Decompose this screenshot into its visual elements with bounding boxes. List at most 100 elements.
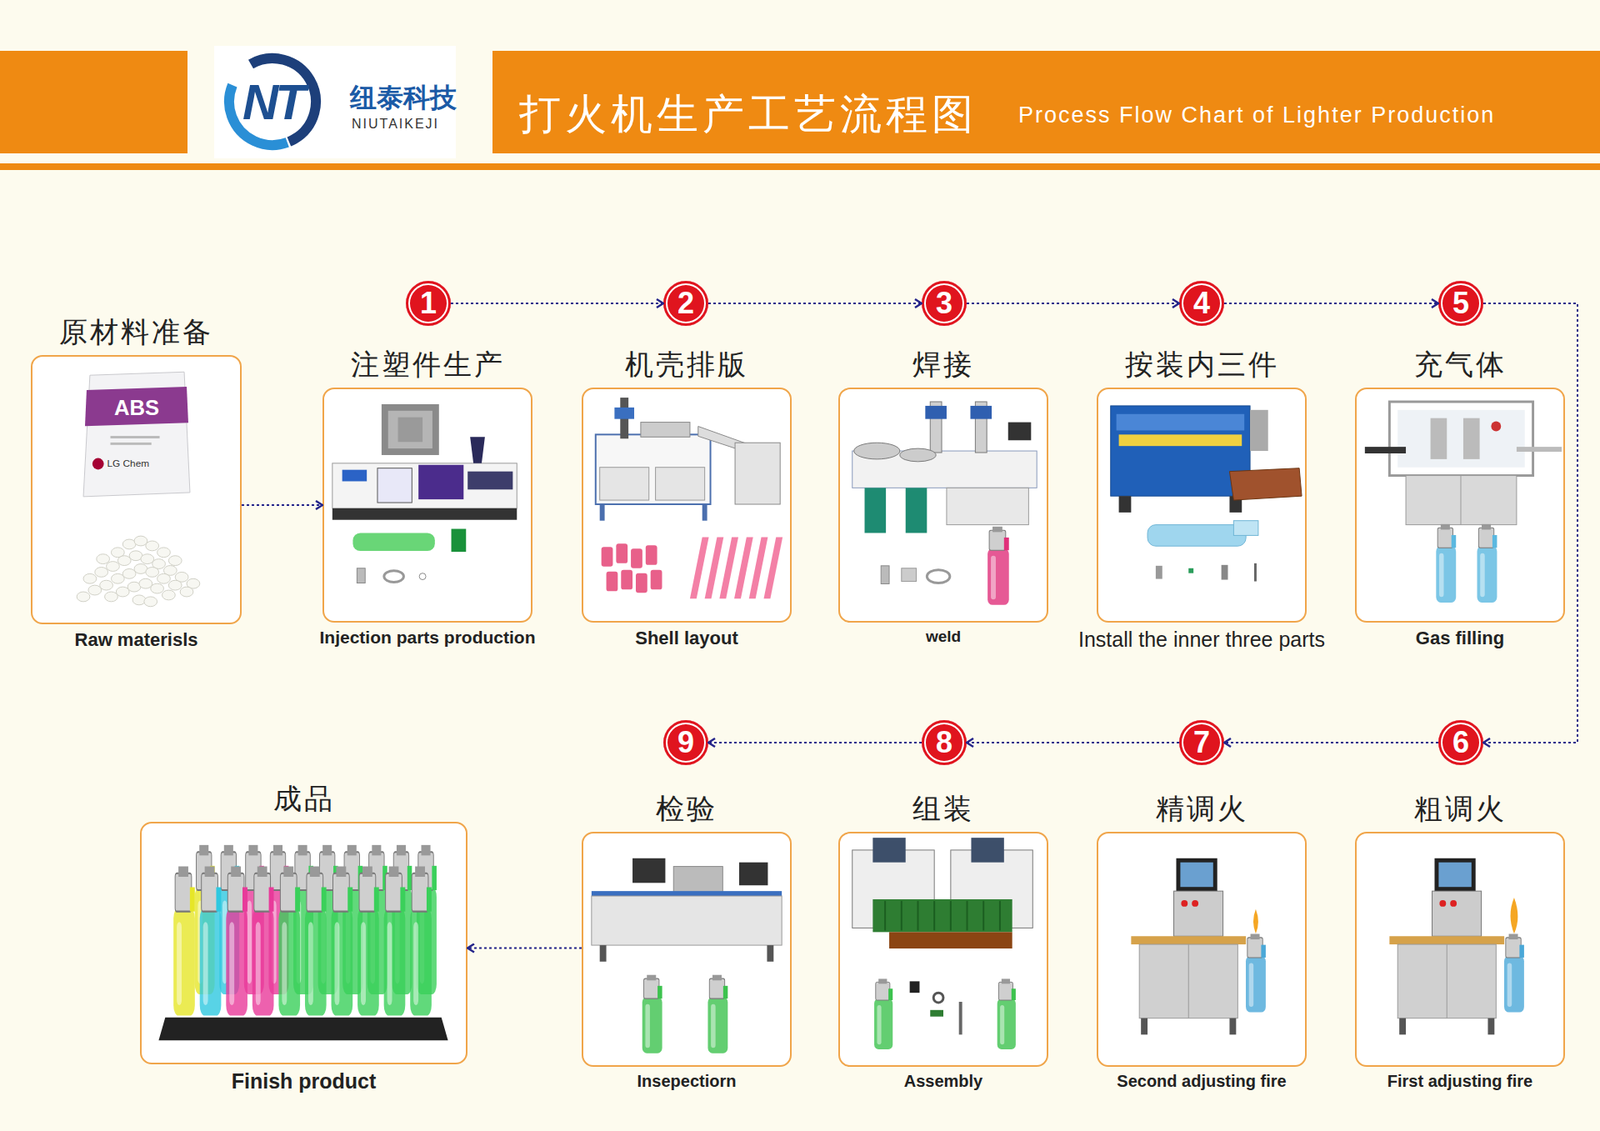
assembly-machine-photo-part [872, 837, 905, 863]
shell-layout-machine-photo-part [614, 407, 635, 420]
welding-machine-photo-part [970, 405, 992, 420]
gas-filling-machine-photo-part [1490, 421, 1501, 432]
inspection-machine-photo-part [739, 862, 768, 886]
injection-machine-photo-part [352, 532, 435, 551]
process-box: 成品Finish product [140, 821, 468, 1065]
assembly-machine-photo-part [872, 899, 1012, 932]
fire-adjust-machine-photo-part [1139, 944, 1238, 1019]
fire-adjust-machine-photo-part [1180, 862, 1213, 888]
shell-layout-machine-photo-part [702, 504, 708, 521]
fire-adjust-machine-photo [1356, 833, 1564, 1065]
shell-layout-machine-photo-part-part [719, 536, 739, 599]
process-box: ABS LG Chem 原材料准备Raw materisls [30, 355, 242, 625]
flow-arrow [467, 947, 582, 950]
assembly-machine-photo-part-part [950, 900, 952, 930]
assembly-machine-photo-part [874, 978, 893, 1050]
injection-machine-photo-part [398, 417, 424, 443]
flow-arrow [966, 741, 1180, 744]
raw-material-photo-part [110, 435, 160, 439]
raw-material-photo-part [92, 458, 105, 470]
assembly-press-photo [1098, 389, 1305, 621]
assembly-press-photo-part [1254, 563, 1257, 582]
step-heading: 精调火 [1155, 790, 1249, 829]
inspection-machine-photo-part [673, 866, 723, 895]
fire-adjust-machine-photo-part [1397, 944, 1496, 1019]
assembly-machine-photo-part-part [933, 900, 935, 930]
process-box: 充气体Gas filling [1355, 387, 1565, 623]
fire-adjust-machine-photo-part [1510, 897, 1519, 934]
fire-adjust-machine-photo-part [1399, 1018, 1406, 1035]
assembly-machine-photo-part [933, 992, 944, 1003]
shell-layout-machine-photo-part-part [615, 543, 628, 564]
shell-layout-machine-photo-part-part [705, 536, 725, 599]
inspection-machine-photo-part [600, 945, 607, 962]
assembly-machine-photo [840, 833, 1047, 1065]
fire-adjust-machine-photo-part [1450, 900, 1457, 907]
inspection-machine-photo-part [707, 975, 728, 1054]
welding-machine-photo-part [1008, 422, 1032, 441]
assembly-machine-photo-part [885, 900, 1000, 930]
inspection-machine-photo [583, 833, 790, 1065]
step-number: 3 [921, 280, 967, 326]
fire-adjust-machine-photo-part [1130, 935, 1246, 945]
assembly-press-photo-part [1155, 565, 1163, 580]
step-caption: Finish product [231, 1069, 377, 1094]
fire-adjust-machine-photo-part [1434, 858, 1475, 891]
flow-arrow [1224, 302, 1439, 305]
process-box: 按装内三件Install the inner three parts [1096, 387, 1307, 623]
flow-arrow [1224, 741, 1439, 744]
welding-machine-photo-part [905, 487, 928, 533]
step-number-text: 1 [420, 288, 437, 319]
step-number-text: 8 [935, 727, 953, 758]
shell-layout-machine-photo [583, 389, 790, 621]
raw-material-photo-part-part [110, 573, 125, 584]
logo-ring-part [218, 51, 327, 152]
shell-layout-machine-photo-part [690, 536, 783, 599]
flow-arrow [966, 302, 1180, 305]
fire-adjust-machine-photo-part [1191, 900, 1199, 907]
raw-material-photo-part-part [83, 573, 97, 584]
assembly-press-photo-part [1229, 468, 1302, 500]
step-heading: 粗调火 [1414, 790, 1507, 829]
step-heading: 成品 [273, 780, 335, 819]
inspection-machine-photo-part [642, 975, 663, 1054]
fire-adjust-machine-photo-part [1175, 858, 1217, 891]
finished-lighters-photo-part-part [173, 866, 195, 1016]
fire-adjust-machine-photo-part [1245, 934, 1266, 1013]
raw-material-photo-part-part [115, 586, 130, 597]
shell-layout-machine-photo-part-part [645, 545, 658, 565]
raw-material-photo-part-part [139, 578, 153, 589]
gas-filling-machine-photo-part [1405, 475, 1517, 525]
raw-material-photo-part [76, 535, 200, 607]
process-box: 焊接weld [838, 387, 1049, 623]
step-heading: 充气体 [1414, 345, 1507, 385]
raw-material-photo-part [83, 371, 190, 497]
step-number: 6 [1438, 720, 1484, 765]
welding-machine-photo-part [987, 526, 1010, 605]
raw-material-photo-part-part [150, 583, 165, 594]
step-heading: 组装 [912, 790, 975, 829]
finished-lighters-photo-part [173, 866, 432, 1016]
step-number-text: 2 [677, 288, 695, 319]
raw-material-photo-part-part [157, 547, 171, 558]
finished-lighters-photo-part-part [252, 866, 275, 1016]
assembly-press-photo-part [1119, 434, 1243, 446]
raw-material-photo-part-part [132, 595, 146, 605]
welding-machine-photo-part [865, 487, 887, 533]
welding-machine-photo-part [880, 565, 890, 585]
fire-adjust-machine-photo-part [1439, 900, 1446, 907]
assembly-machine-photo-part [889, 931, 1013, 949]
injection-machine-photo-part [342, 470, 368, 482]
inspection-machine-photo-part [632, 858, 665, 884]
gas-filling-machine-photo [1356, 389, 1564, 621]
welding-machine-photo-part [854, 442, 900, 460]
finished-lighters-photo-part-part [357, 866, 380, 1016]
process-box: 检验Insepectiorn [581, 831, 792, 1067]
finished-lighters-photo-part-part [278, 866, 300, 1016]
step-caption: First adjusting fire [1387, 1071, 1533, 1091]
raw-material-photo-part-part [168, 555, 182, 566]
assembly-machine-photo-part-part [966, 900, 969, 930]
raw-material-photo-part-part [180, 586, 194, 597]
injection-machine-photo-part [467, 471, 513, 490]
shell-layout-machine-photo-part [601, 543, 663, 593]
